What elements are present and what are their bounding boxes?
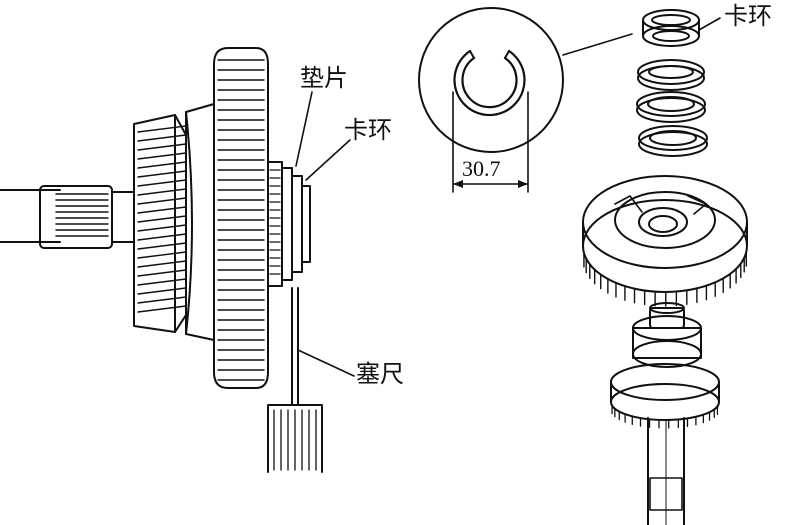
shim-ring-stack: [267, 161, 311, 287]
large-gear: [213, 47, 269, 389]
exploded-assembly: [582, 9, 748, 525]
shaft: [0, 185, 135, 249]
small-gear: [133, 114, 187, 333]
exploded-shaft-gear: [610, 302, 720, 525]
exploded-snap-rings: [642, 9, 700, 47]
shim-label: 垫片: [300, 64, 348, 92]
snap-ring-label-right: 卡环: [724, 2, 772, 30]
shim-leader: [295, 91, 313, 167]
exploded-washer-3: [638, 125, 708, 157]
exploded-large-gear: [582, 175, 748, 307]
gear-hub: [185, 103, 215, 341]
snap-ring-left-leader: [305, 139, 351, 181]
exploded-washer-2: [636, 91, 706, 123]
snap-ring-dimension: 30.7: [462, 156, 501, 181]
feeler-gauge-label: 塞尺: [356, 360, 404, 388]
exploded-washer-1: [637, 59, 705, 91]
feeler-gauge: [267, 287, 323, 473]
snap-ring-label-left: 卡环: [344, 116, 392, 144]
left-assembly: [0, 47, 355, 473]
feeler-gauge-leader: [297, 349, 355, 377]
snap-ring-detail: [418, 7, 633, 193]
